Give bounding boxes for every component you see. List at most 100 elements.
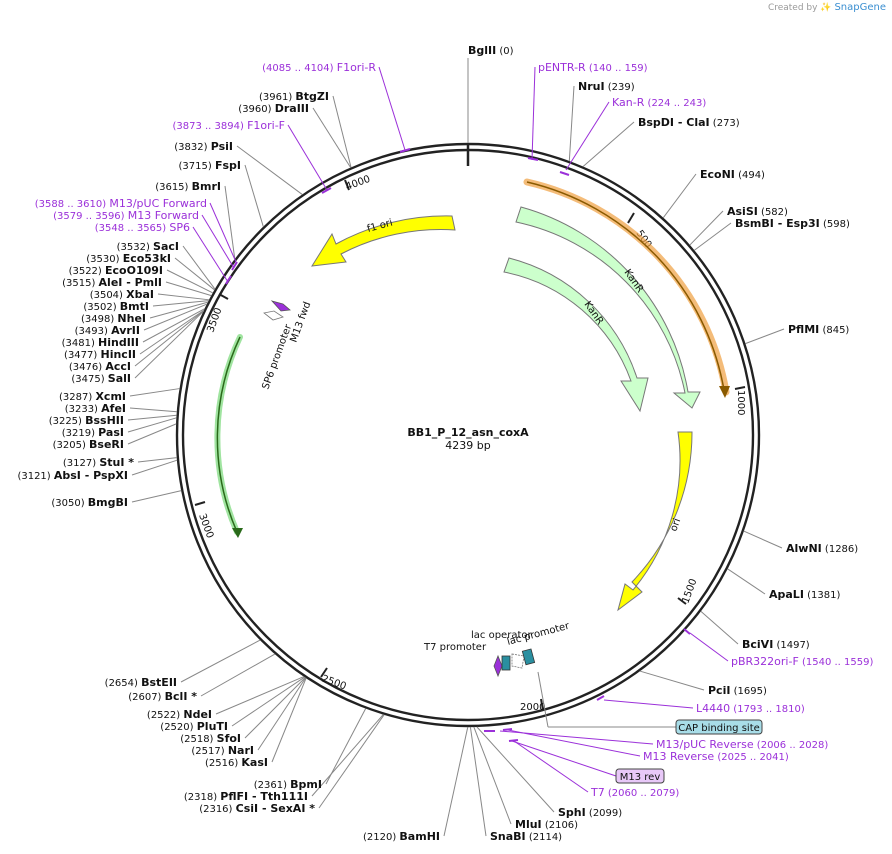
site-label: (3961) BtgZI (259, 90, 329, 103)
site-name[interactable]: PflFI - Tth111I (220, 790, 308, 803)
site-name[interactable]: AbsI - PspXI (54, 469, 128, 482)
site-name[interactable]: CsiI - SexAI * (236, 802, 316, 815)
site-leader-line (166, 269, 214, 294)
site-name[interactable]: BglII (468, 44, 496, 57)
site-name[interactable]: BclI * (165, 690, 198, 703)
site-name[interactable]: AvrII (111, 324, 140, 337)
site-position: (3960) (238, 104, 274, 115)
site-name[interactable]: XbaI (126, 288, 154, 301)
site-name[interactable]: PasI (98, 426, 124, 439)
site-name[interactable]: AfeI (101, 402, 126, 415)
site-name[interactable]: Eco53kI (123, 252, 171, 265)
site-name[interactable]: BstEII (141, 676, 177, 689)
feature-highlight-orange (523, 178, 730, 398)
site-name[interactable]: BspDI - ClaI (638, 116, 710, 129)
site-name[interactable]: BsmBI - Esp3I (735, 217, 820, 230)
site-label: (2517) NarI (191, 744, 254, 757)
t7-promoter-label: T7 promoter (423, 642, 487, 653)
site-leader-line (689, 210, 724, 246)
site-name[interactable]: NheI (117, 312, 146, 325)
site-leader-line (134, 310, 204, 379)
site-name[interactable]: SfoI (217, 732, 241, 745)
site-name[interactable]: AlwNI (786, 542, 822, 555)
site-name[interactable]: AsiSI (727, 205, 758, 218)
site-name[interactable]: NruI (578, 80, 605, 93)
site-name[interactable]: NdeI (183, 708, 212, 721)
site-name[interactable]: BmgBI (88, 496, 128, 509)
primer-name[interactable]: Kan-R (612, 96, 645, 109)
site-label: (3205) BseRI (53, 438, 124, 451)
site-leader-line (745, 328, 785, 345)
primer-name[interactable]: M13 Forward (128, 209, 199, 222)
site-name[interactable]: SalI (108, 372, 131, 385)
site-name[interactable]: SacI (153, 240, 179, 253)
site-label: (2654) BstEII (105, 676, 177, 689)
site-label: (3960) DraIII (238, 102, 309, 115)
site-labels: BglII (0)NruI (239)BspDI - ClaI (273)Eco… (17, 44, 858, 843)
primer-name[interactable]: M13/pUC Forward (109, 197, 207, 210)
site-position: (2607) (128, 692, 164, 703)
site-name[interactable]: BciVI (742, 638, 773, 651)
site-position: (3219) (62, 428, 98, 439)
site-label: (3476) AccI (69, 360, 131, 373)
snapgene-credit: Created by ✨ SnapGene (768, 2, 886, 13)
site-name[interactable]: AleI - PmlI (99, 276, 162, 289)
primer-name[interactable]: pENTR-R (538, 61, 586, 74)
site-name[interactable]: EcoO109I (105, 264, 163, 277)
site-name[interactable]: FspI (215, 159, 241, 172)
site-name[interactable]: XcmI (95, 390, 126, 403)
m13-rev-box: M13 rev (511, 740, 665, 784)
site-name[interactable]: BamHI (399, 830, 440, 843)
site-name[interactable]: BtgZI (295, 90, 329, 103)
site-name[interactable]: PsiI (211, 140, 233, 153)
site-label: BciVI (1497) (742, 638, 810, 651)
primer-name[interactable]: F1ori-F (247, 119, 285, 132)
site-name[interactable]: StuI * (99, 456, 134, 469)
site-label: (3219) PasI (62, 426, 124, 439)
site-name[interactable]: HindIII (98, 336, 139, 349)
site-leader-line (244, 677, 306, 739)
site-name[interactable]: KasI (241, 756, 268, 769)
primer-name[interactable]: T7 (590, 786, 605, 799)
primer-name[interactable]: F1ori-R (337, 61, 377, 74)
site-leader-line (215, 676, 305, 715)
site-name[interactable]: NarI (228, 744, 254, 757)
primer-label: (4085 .. 4104) F1ori-R (262, 61, 376, 74)
site-label: BsmBI - Esp3I (598) (735, 217, 850, 230)
site-name[interactable]: BpmI (290, 778, 322, 791)
site-name[interactable]: EcoNI (700, 168, 735, 181)
m13-fwd-mark (270, 300, 291, 312)
primer-name[interactable]: SP6 (169, 221, 190, 234)
site-leader-line (182, 245, 216, 290)
sp6-promoter-label: SP6 promoter (260, 322, 294, 391)
site-name[interactable]: DraIII (275, 102, 309, 115)
site-label: (3515) AleI - PmlI (62, 276, 162, 289)
site-name[interactable]: MluI (515, 818, 542, 831)
site-name[interactable]: AccI (105, 360, 131, 373)
site-name[interactable]: BmtI (120, 300, 149, 313)
site-name[interactable]: ApaLI (769, 588, 804, 601)
site-leader-line (127, 417, 177, 433)
primer-name[interactable]: M13/pUC Reverse (656, 738, 754, 751)
site-name[interactable]: SphI (558, 806, 586, 819)
primer-label: (3548 .. 3565) SP6 (95, 221, 190, 234)
ori-label: ori (668, 517, 683, 533)
site-position: (3127) (63, 458, 99, 469)
site-label: (2318) PflFI - Tth111I (184, 790, 308, 803)
site-name[interactable]: SnaBI (490, 830, 526, 843)
site-name[interactable]: BssHII (85, 414, 124, 427)
site-name[interactable]: BmrI (192, 180, 221, 193)
site-leader-line (332, 95, 352, 168)
primer-name[interactable]: pBR322ori-F (731, 655, 799, 668)
site-name[interactable]: PciI (708, 684, 730, 697)
tick-label-2500: 2500 (320, 673, 348, 692)
site-name[interactable]: PluTI (197, 720, 228, 733)
site-name[interactable]: HincII (100, 348, 136, 361)
primer-name[interactable]: L4440 (696, 702, 730, 715)
site-name[interactable]: PflMI (788, 323, 819, 336)
primer-name[interactable]: M13 Reverse (643, 750, 714, 763)
primer-label: M13 Reverse (2025 .. 2041) (643, 750, 789, 763)
site-position: (3477) (64, 350, 100, 361)
site-name[interactable]: BseRI (89, 438, 124, 451)
